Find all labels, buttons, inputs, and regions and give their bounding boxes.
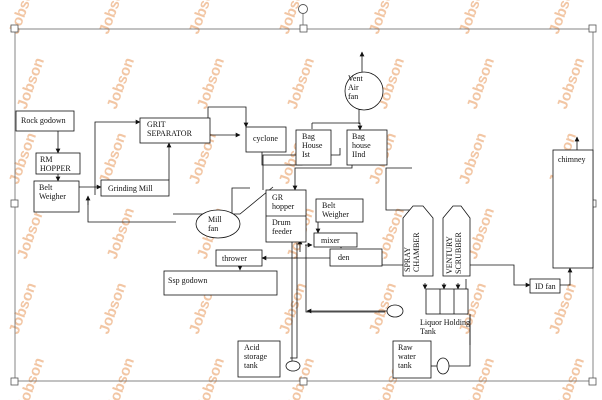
watermark-text: Jobson	[104, 355, 138, 400]
watermark-text: Jobson	[96, 0, 130, 36]
watermark-text: Jobson	[96, 280, 130, 336]
watermark-text: Jobson	[554, 55, 588, 111]
watermark-text: Jobson	[14, 55, 48, 111]
watermark-text: Jobson	[284, 55, 318, 111]
watermark-text: Jobson	[464, 355, 498, 400]
watermark-text: Jobson	[104, 205, 138, 261]
pump-acid	[285, 360, 301, 372]
node-cyclone-label: cyclone	[253, 134, 278, 143]
pump-raw-water	[436, 357, 450, 375]
node-rock-godown: Rock godown	[15, 110, 75, 132]
node-thrower-label: thrower	[222, 254, 247, 263]
node-id-fan: ID fan	[529, 278, 561, 294]
node-chimney: chimney	[552, 149, 594, 269]
node-mixer-label: mixer	[321, 236, 340, 245]
watermark-text: Jobson	[456, 0, 490, 36]
watermark-text: Jobson	[96, 130, 130, 186]
watermark-text: Jobson	[366, 0, 400, 36]
node-spray-chamber-label: SPRAYCHAMBER	[403, 232, 421, 272]
node-spray-chamber: SPRAYCHAMBER	[402, 205, 434, 277]
pump-liquor	[386, 304, 404, 318]
watermark-text: Jobson	[6, 130, 40, 186]
watermark-text: Jobson	[14, 355, 48, 400]
node-mixer: mixer	[313, 232, 358, 248]
node-thrower: thrower	[215, 249, 263, 267]
node-id-fan-label: ID fan	[535, 282, 556, 291]
watermark-text: Jobson	[6, 280, 40, 336]
rotate-handle-icon[interactable]	[298, 4, 308, 14]
watermark-text: Jobson	[14, 205, 48, 261]
watermark-text: Jobson	[104, 55, 138, 111]
node-ssp-godown-label: Ssp godown	[168, 276, 207, 285]
node-den: den	[329, 248, 383, 267]
watermark-text: Jobson	[554, 355, 588, 400]
watermark-text: Jobson	[194, 355, 228, 400]
node-grinding-mill: Grinding Mill	[100, 179, 170, 197]
node-ssp-godown: Ssp godown	[163, 270, 278, 296]
watermark-text: Jobson	[546, 0, 580, 36]
watermark-text: Jobson	[186, 0, 220, 36]
watermark-text: Jobson	[276, 280, 310, 336]
node-chimney-label: chimney	[558, 155, 586, 164]
node-venturi-scrubber-label: VENTURYSCRUBBER	[445, 232, 463, 274]
watermark-text: Jobson	[456, 130, 490, 186]
node-venturi-scrubber: VENTURYSCRUBBER	[442, 205, 471, 277]
watermark-text: Jobson	[464, 55, 498, 111]
node-den-label: den	[338, 253, 350, 262]
watermark-text: Jobson	[194, 55, 228, 111]
node-grinding-mill-label: Grinding Mill	[108, 184, 153, 193]
node-rock-godown-label: Rock godown	[21, 116, 66, 125]
node-cyclone: cyclone	[245, 126, 287, 153]
